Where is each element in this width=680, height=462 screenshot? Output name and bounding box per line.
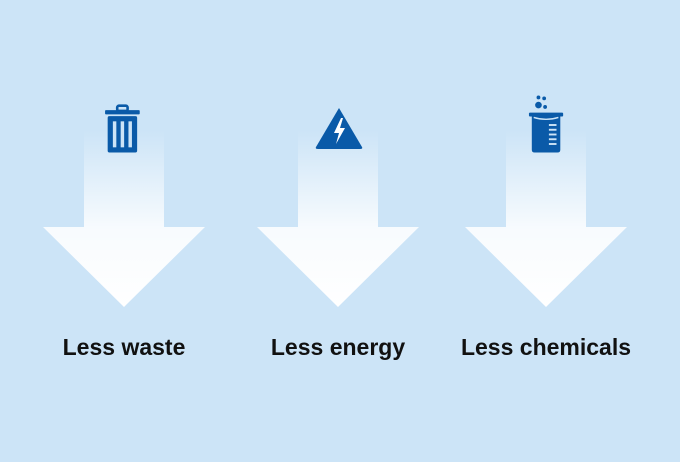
down-arrow-icon (43, 130, 205, 307)
trash-icon (105, 104, 140, 153)
item-less-waste: Less waste (34, 0, 214, 462)
label-less-waste: Less waste (62, 334, 186, 360)
down-arrow-icon (257, 130, 419, 307)
label-less-energy: Less energy (270, 334, 406, 360)
item-less-energy: Less energy (248, 0, 428, 462)
beaker-icon (528, 95, 564, 153)
electricity-warning-icon (315, 108, 363, 149)
item-less-chemicals: Less chemicals (456, 0, 636, 462)
label-less-chemicals: Less chemicals (460, 334, 632, 360)
down-arrow-icon (465, 130, 627, 307)
